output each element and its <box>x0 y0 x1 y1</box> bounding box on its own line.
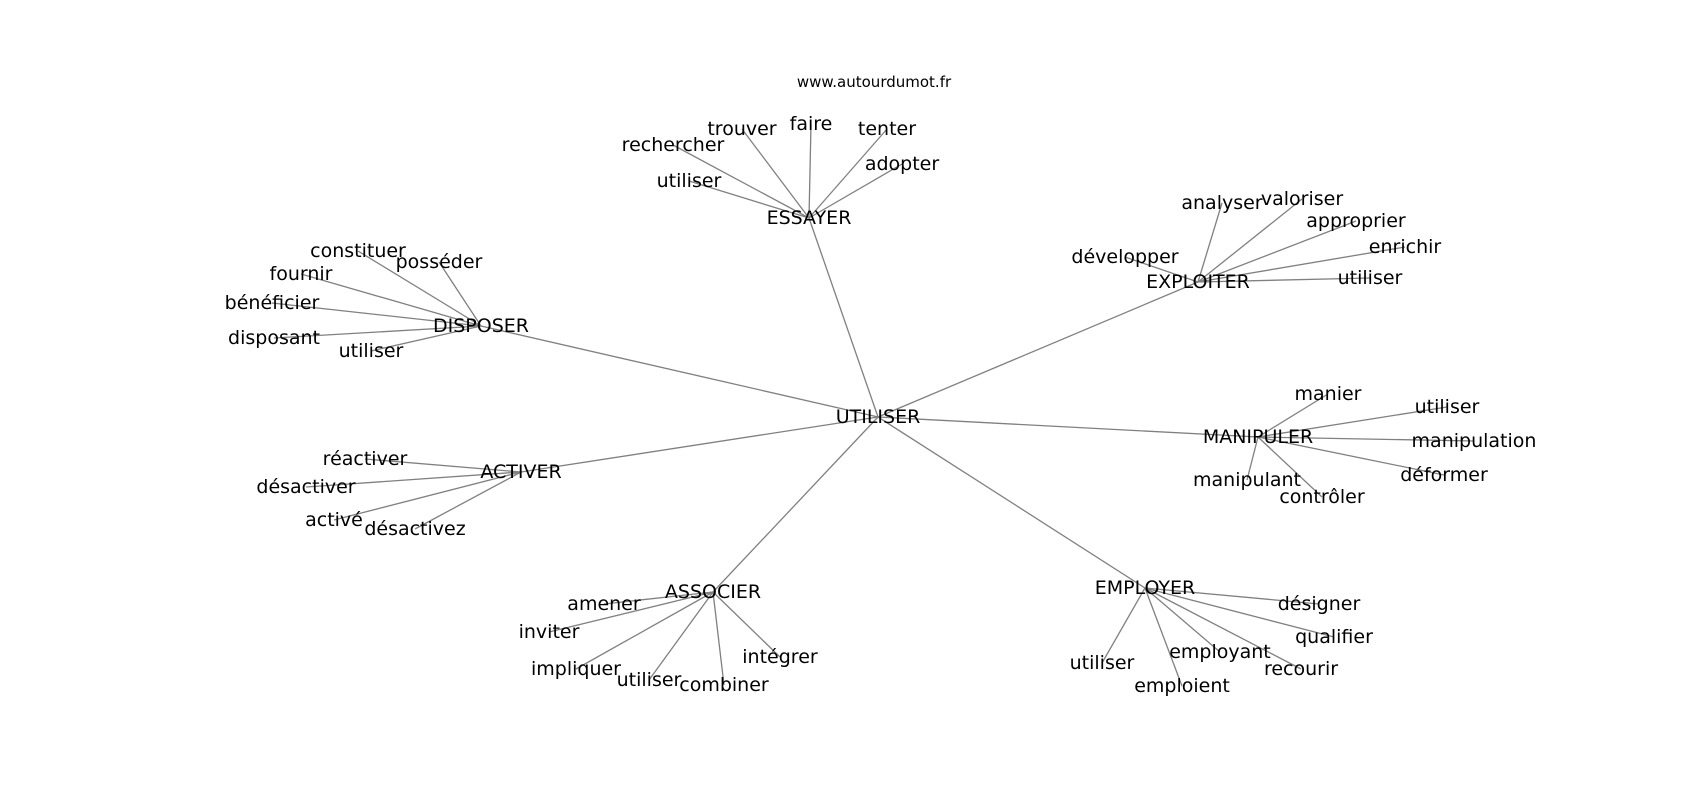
edge-manipuler-to-child <box>1257 436 1323 498</box>
edge-employer-to-child <box>1101 587 1146 664</box>
related-word[interactable]: approprier <box>1306 210 1406 232</box>
related-word[interactable]: utiliser <box>339 340 404 362</box>
edge-manipuler-to-child <box>1257 406 1448 438</box>
edge-associer-to-child <box>603 591 714 605</box>
group-word[interactable]: ASSOCIER <box>665 581 761 603</box>
edge-essayer-to-child <box>741 128 810 219</box>
related-word[interactable]: valoriser <box>1261 188 1343 210</box>
related-word[interactable]: utiliser <box>617 669 682 691</box>
edge-employer-to-child <box>1144 587 1183 687</box>
edges-layer <box>271 123 1475 687</box>
related-word[interactable]: utiliser <box>1070 652 1135 674</box>
related-word[interactable]: désactiver <box>256 476 355 498</box>
related-word[interactable]: fournir <box>270 263 333 285</box>
edge-manipuler-to-child <box>1257 393 1329 438</box>
edge-manipuler-to-child <box>1246 436 1259 481</box>
related-word[interactable]: disposant <box>228 327 320 349</box>
group-word[interactable]: EXPLOITER <box>1146 271 1250 293</box>
related-word[interactable]: intégrer <box>742 646 818 668</box>
edge-disposer-to-child <box>300 273 482 327</box>
related-word[interactable]: adopter <box>865 153 940 175</box>
edge-employer-to-child <box>1144 587 1320 605</box>
related-word[interactable]: rechercher <box>622 134 725 156</box>
related-word[interactable]: amener <box>567 593 641 615</box>
group-word[interactable]: ESSAYER <box>767 207 852 229</box>
group-word[interactable]: DISPOSER <box>433 315 529 337</box>
related-word[interactable]: manipulation <box>1412 430 1537 452</box>
related-word[interactable]: tenter <box>858 118 916 140</box>
edge-center-to-employer <box>877 416 1146 589</box>
group-word[interactable]: ACTIVER <box>480 461 561 483</box>
edge-exploiter-to-child <box>1197 202 1223 283</box>
edge-activer-to-child <box>305 471 522 488</box>
center-word[interactable]: UTILISER <box>836 406 921 428</box>
edge-essayer-to-child <box>808 128 888 219</box>
edge-exploiter-to-child <box>1124 256 1199 283</box>
related-word[interactable]: inviter <box>519 621 580 643</box>
edge-center-to-disposer <box>480 325 879 418</box>
related-word[interactable]: combiner <box>679 674 769 696</box>
related-word[interactable]: employant <box>1169 641 1271 663</box>
edge-center-to-activer <box>520 416 879 473</box>
edge-essayer-to-child <box>808 123 812 219</box>
group-word[interactable]: EMPLOYER <box>1095 577 1196 599</box>
edge-employer-to-child <box>1144 587 1335 638</box>
edge-associer-to-child <box>548 591 714 633</box>
related-word[interactable]: désactivez <box>364 518 465 540</box>
related-word[interactable]: utiliser <box>1415 396 1480 418</box>
edge-exploiter-to-child <box>1197 246 1406 283</box>
related-word[interactable]: posséder <box>396 251 483 273</box>
edge-center-to-manipuler <box>877 416 1259 438</box>
related-word[interactable]: utiliser <box>657 170 722 192</box>
related-word[interactable]: emploient <box>1134 675 1230 697</box>
edge-essayer-to-child <box>808 163 903 219</box>
related-word[interactable]: faire <box>790 113 833 135</box>
related-word[interactable]: utiliser <box>1338 267 1403 289</box>
edge-associer-to-child <box>575 591 714 670</box>
related-word[interactable]: enrichir <box>1369 236 1442 258</box>
edge-activer-to-child <box>333 471 522 521</box>
edge-associer-to-child <box>648 591 714 681</box>
related-word[interactable]: constituer <box>310 240 406 262</box>
related-word[interactable]: déformer <box>1400 464 1488 486</box>
related-word[interactable]: désigner <box>1278 593 1361 615</box>
related-word[interactable]: analyser <box>1181 192 1262 214</box>
edge-disposer-to-child <box>357 250 482 327</box>
edge-center-to-associer <box>712 416 879 593</box>
edge-essayer-to-child <box>672 144 810 219</box>
related-word[interactable]: recourir <box>1264 658 1338 680</box>
related-word[interactable]: développer <box>1071 246 1178 268</box>
source-watermark: www.autourdumot.fr <box>797 73 952 91</box>
labels-layer: www.autourdumot.fr UTILISER ESSAYER recher… <box>225 73 1537 697</box>
edge-center-to-exploiter <box>877 281 1199 418</box>
related-word[interactable]: trouver <box>707 118 776 140</box>
edge-disposer-to-child <box>370 325 482 352</box>
edge-exploiter-to-child <box>1197 277 1371 283</box>
edge-disposer-to-child <box>438 261 482 327</box>
edge-exploiter-to-child <box>1197 198 1303 283</box>
edge-disposer-to-child <box>271 302 482 327</box>
related-word[interactable]: qualifier <box>1295 626 1373 648</box>
edge-manipuler-to-child <box>1257 436 1475 442</box>
edge-disposer-to-child <box>273 325 482 339</box>
related-word[interactable]: manier <box>1295 383 1362 405</box>
edge-activer-to-child <box>364 458 522 473</box>
related-word[interactable]: activé <box>305 509 363 531</box>
related-word[interactable]: contrôler <box>1279 486 1365 508</box>
group-word[interactable]: MANIPULER <box>1203 426 1313 448</box>
edge-employer-to-child <box>1144 587 1302 670</box>
related-word[interactable]: réactiver <box>323 448 408 470</box>
edge-essayer-to-child <box>688 180 810 219</box>
edge-exploiter-to-child <box>1197 220 1357 283</box>
related-word[interactable]: impliquer <box>531 658 621 680</box>
edge-associer-to-child <box>712 591 725 686</box>
edge-employer-to-child <box>1144 587 1221 653</box>
edge-activer-to-child <box>414 471 522 530</box>
related-word[interactable]: manipulant <box>1193 469 1301 491</box>
related-word[interactable]: bénéficier <box>225 292 320 314</box>
edge-center-to-essayer <box>808 217 879 418</box>
edge-associer-to-child <box>712 591 781 658</box>
edge-manipuler-to-child <box>1257 436 1445 476</box>
